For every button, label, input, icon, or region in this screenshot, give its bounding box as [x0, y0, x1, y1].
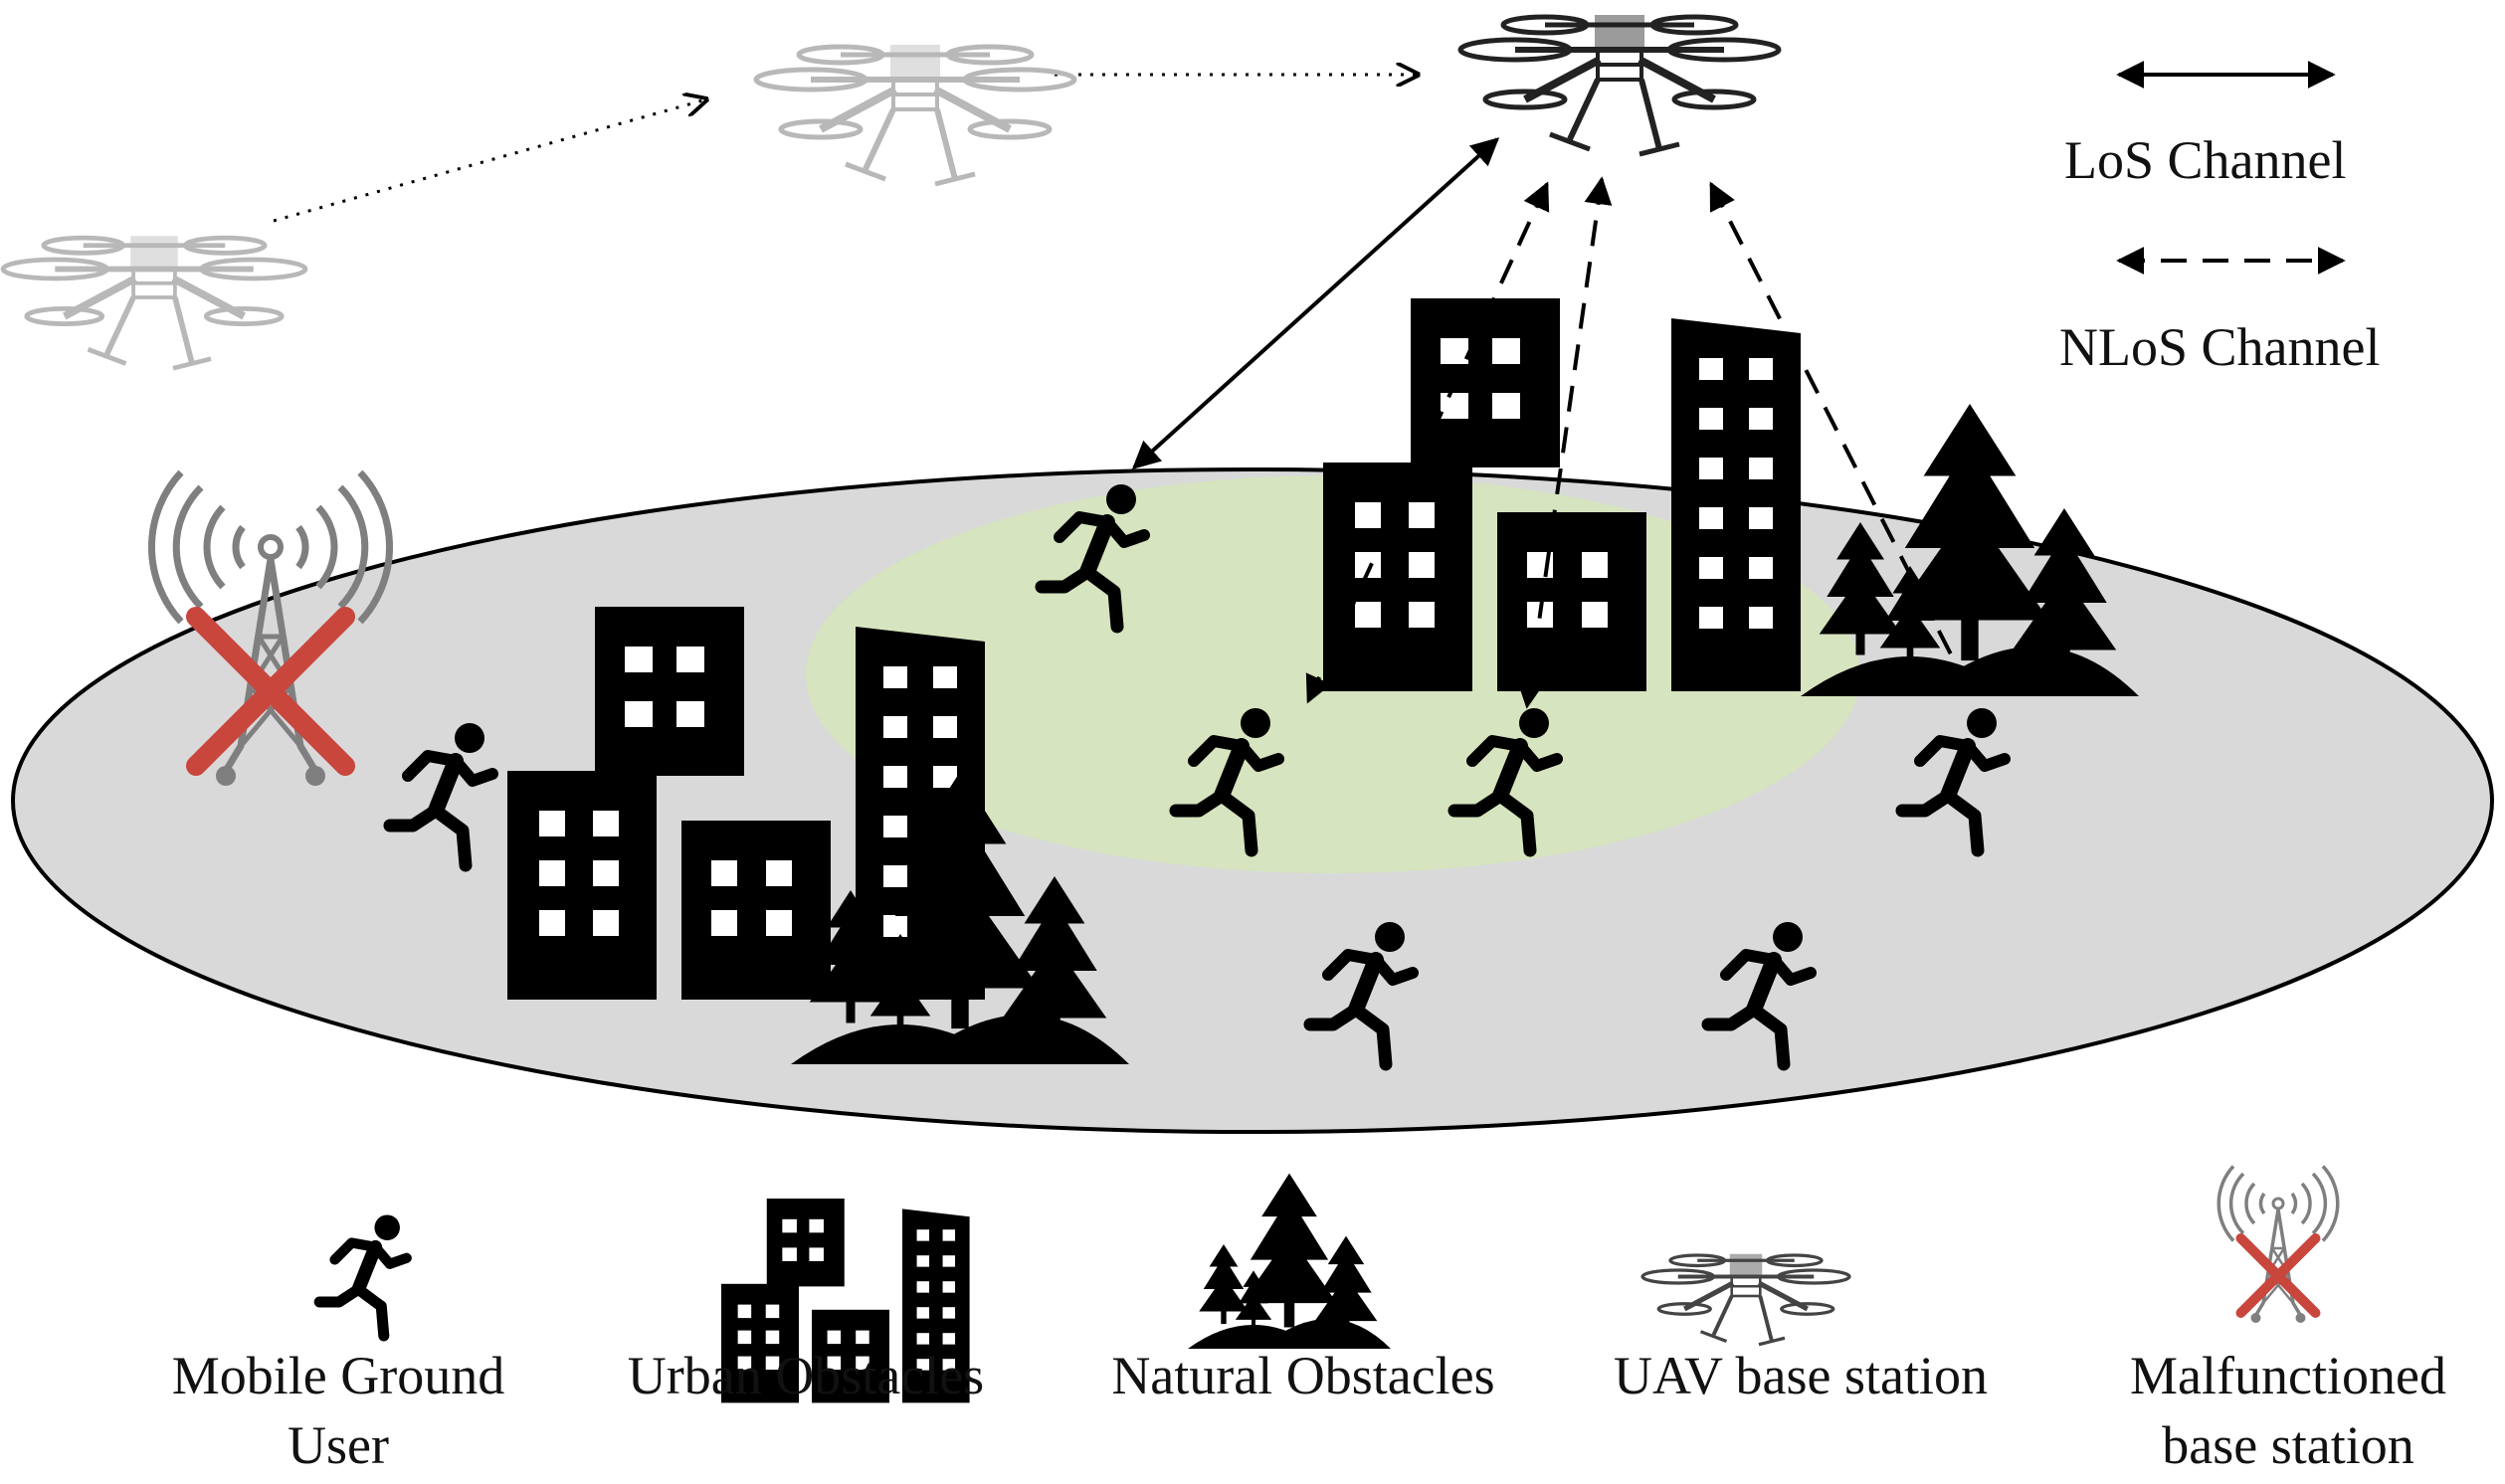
nlos-link-3: [1709, 181, 1977, 702]
uav-drone-past-2: [756, 45, 1074, 184]
drone-icon: [1642, 1254, 1849, 1345]
legend-label-natural: Natural Obstacles: [1111, 1346, 1495, 1405]
broken-tower-icon: [2218, 1167, 2338, 1324]
nlos-legend-label: NLoS Channel: [2059, 317, 2381, 377]
uav-drone-past-1: [3, 236, 305, 368]
legend-label-uav: UAV base station: [1614, 1346, 1988, 1405]
flight-path-1: [273, 99, 706, 223]
legend-label-urban: Urban Obstacles: [627, 1346, 985, 1405]
nlos-link-2: [1516, 176, 1613, 709]
uav-drone-active: [1460, 15, 1779, 154]
trees-icon: [1188, 1174, 1391, 1349]
los-legend-label: LoS Channel: [2064, 130, 2347, 190]
runner-icon: [319, 1214, 407, 1336]
nlos-link-1: [1305, 181, 1550, 704]
